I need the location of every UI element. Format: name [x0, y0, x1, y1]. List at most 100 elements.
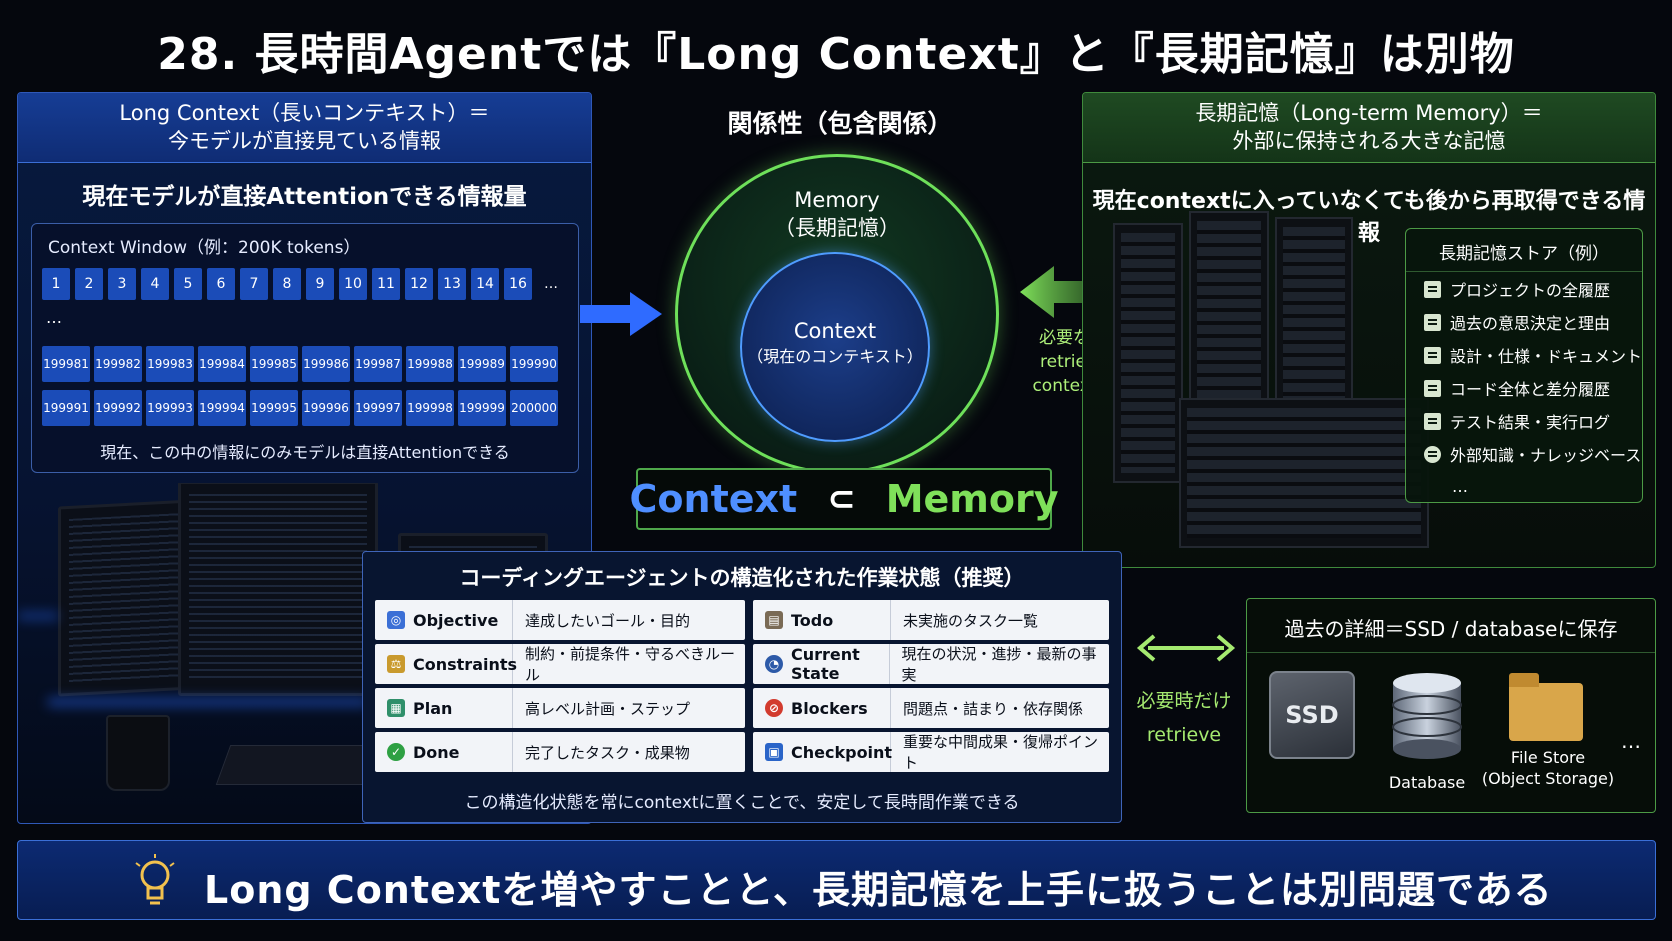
work-state-value: 達成したいゴール・目的	[525, 611, 691, 630]
work-state-key: Blockers	[791, 698, 868, 718]
token-cell: 199983	[146, 346, 194, 382]
subset-context: Context	[629, 477, 798, 521]
token-cell: 199993	[146, 390, 194, 426]
token-cell: 12	[405, 268, 433, 300]
retrieve-on-demand-line: 必要時だけ	[1136, 690, 1232, 712]
token-cell: 199985	[250, 346, 298, 382]
long-context-header: Long Context（長いコンテキスト）＝ 今モデルが直接見ている情報	[18, 93, 591, 163]
token-cell: 2	[75, 268, 103, 300]
work-state-row-blockers: ⊘ Blockers 問題点・詰まり・依存関係	[753, 688, 1109, 728]
token-cell: 16	[504, 268, 532, 300]
document-icon	[1424, 346, 1441, 364]
context-sublabel: （現在のコンテキスト）	[747, 347, 923, 366]
token-cell: 4	[141, 268, 169, 300]
work-state-row-plan: ▦Plan 高レベル計画・ステップ	[375, 688, 745, 728]
memory-store-more: …	[1452, 477, 1468, 496]
token-cell: 199987	[354, 346, 402, 382]
token-cell: 9	[306, 268, 334, 300]
token-cell: 199992	[94, 390, 142, 426]
work-state-row-constraints: ⚖Constraints 制約・前提条件・守るべきルール	[375, 644, 745, 684]
work-state-value: 重要な中間成果・復帰ポイント	[903, 733, 1099, 772]
folder-icon	[1509, 673, 1583, 741]
long-context-subtitle: 現在モデルが直接Attentionできる情報量	[82, 184, 527, 210]
work-state-value: 問題点・詰まり・依存関係	[903, 699, 1084, 718]
calendar-icon	[1424, 313, 1441, 331]
token-cell: 199999	[458, 390, 506, 426]
retrieve-on-demand-line: retrieve	[1146, 724, 1222, 746]
work-state-value: 制約・前提条件・守るべきルール	[525, 645, 736, 684]
token-cell: 199982	[94, 346, 142, 382]
desk-glow	[48, 698, 368, 706]
token-cell: 8	[273, 268, 301, 300]
token-cell: 199990	[510, 346, 558, 382]
work-state-panel: コーディングエージェントの構造化された作業状態（推奨） ◎Objective 達…	[362, 551, 1122, 823]
lightbulb-icon	[1424, 445, 1441, 463]
token-cell: 199996	[302, 390, 350, 426]
token-cell: 14	[471, 268, 499, 300]
monitor-image	[58, 499, 193, 697]
token-ellipsis: …	[544, 276, 558, 292]
storage-panel: 過去の詳細＝SSD / databaseに保存 SSD Database Fil…	[1246, 598, 1656, 813]
token-cell: 199984	[198, 346, 246, 382]
work-state-note: この構造化状態を常にcontextに置くことで、安定して長時間作業できる	[464, 793, 1020, 813]
subset-memory: Memory	[885, 477, 1059, 521]
memory-label: Memory	[794, 188, 880, 212]
token-row-end-1: 199981 199982 199983 199984 199985 19998…	[42, 346, 558, 382]
memory-store-item: コード全体と差分履歴	[1424, 376, 1610, 400]
work-state-key: Done	[413, 742, 460, 762]
long-term-memory-header: 長期記憶（Long-term Memory）＝ 外部に保持される大きな記憶	[1083, 93, 1655, 163]
desk-glow	[18, 613, 58, 619]
work-state-key: Current State	[791, 645, 860, 683]
token-cell: 13	[438, 268, 466, 300]
ssd-icon: SSD	[1269, 671, 1355, 759]
token-cell: 1	[42, 268, 70, 300]
conclusion-banner: Long Contextを増やすことと、長期記憶を上手に扱うことは別問題である	[17, 840, 1656, 920]
context-label: Context	[793, 319, 877, 343]
map-icon: ▦	[387, 699, 405, 717]
memory-store-item: プロジェクトの全履歴	[1424, 277, 1610, 301]
work-state-row-todo: ▤Todo 未実施のタスク一覧	[753, 600, 1109, 640]
work-state-key: Constraints	[413, 654, 518, 674]
arrow-right-icon	[580, 292, 662, 336]
token-cell: 199997	[354, 390, 402, 426]
token-cell: 199991	[42, 390, 90, 426]
token-row-start: 1 2 3 4 5 6 7 8 9 10 11 12 13 14 16 …	[42, 268, 565, 300]
memory-store-item-label: テスト結果・実行ログ	[1450, 413, 1611, 432]
file-store-label: File Store (Object Storage)	[1479, 747, 1617, 789]
work-state-key: Objective	[413, 610, 499, 630]
work-state-key: Todo	[791, 610, 834, 630]
long-context-header-line2: 今モデルが直接見ている情報	[168, 129, 441, 153]
memory-store-item: 外部知識・ナレッジベース	[1424, 442, 1641, 466]
context-circle-label: Context （現在のコンテキスト）	[740, 318, 930, 370]
server-unit-image	[1179, 398, 1429, 548]
page-title: 28. 長時間Agentでは『Long Context』と『長期記憶』は別物	[157, 29, 1515, 80]
work-state-key: Checkpoint	[791, 742, 893, 762]
token-cell: 3	[108, 268, 136, 300]
server-rack-image	[1113, 223, 1183, 483]
bidirectional-arrow-icon	[1136, 634, 1236, 662]
token-cell: 10	[339, 268, 367, 300]
retrieve-on-demand-label: 必要時だけ retrieve	[1128, 684, 1240, 752]
token-cell: 199981	[42, 346, 90, 382]
file-store-line: (Object Storage)	[1481, 769, 1615, 788]
work-state-value: 高レベル計画・ステップ	[525, 699, 691, 718]
no-entry-icon: ⊘	[765, 699, 783, 717]
lightbulb-icon	[135, 854, 175, 905]
work-state-row-checkpoint: ▣Checkpoint 重要な中間成果・復帰ポイント	[753, 732, 1109, 772]
relation-title: 関係性（包含関係）	[727, 109, 953, 138]
token-cell: 6	[207, 268, 235, 300]
memory-store-item: 設計・仕様・ドキュメント	[1424, 343, 1642, 367]
memory-store-item-label: プロジェクトの全履歴	[1450, 281, 1611, 300]
work-state-value: 現在の状況・進捗・最新の事実	[901, 645, 1097, 684]
file-store-line: File Store	[1510, 748, 1586, 767]
token-cell: 5	[174, 268, 202, 300]
context-window-box: Context Window（例：200K tokens） 1 2 3 4 5 …	[31, 223, 579, 473]
long-term-memory-subtitle: 現在contextに入っていなくても後から再取得できる情報	[1092, 189, 1646, 246]
memory-store-title: 長期記憶ストア（例）	[1406, 239, 1642, 272]
token-cell: 7	[240, 268, 268, 300]
work-state-title: コーディングエージェントの構造化された作業状態（推奨）	[459, 566, 1025, 590]
subset-operator: ⊂	[827, 479, 856, 519]
work-state-row-current-state: ◔Current State 現在の状況・進捗・最新の事実	[753, 644, 1109, 684]
storage-title: 過去の詳細＝SSD / databaseに保存	[1247, 613, 1655, 653]
work-state-row-objective: ◎Objective 達成したいゴール・目的	[375, 600, 745, 640]
